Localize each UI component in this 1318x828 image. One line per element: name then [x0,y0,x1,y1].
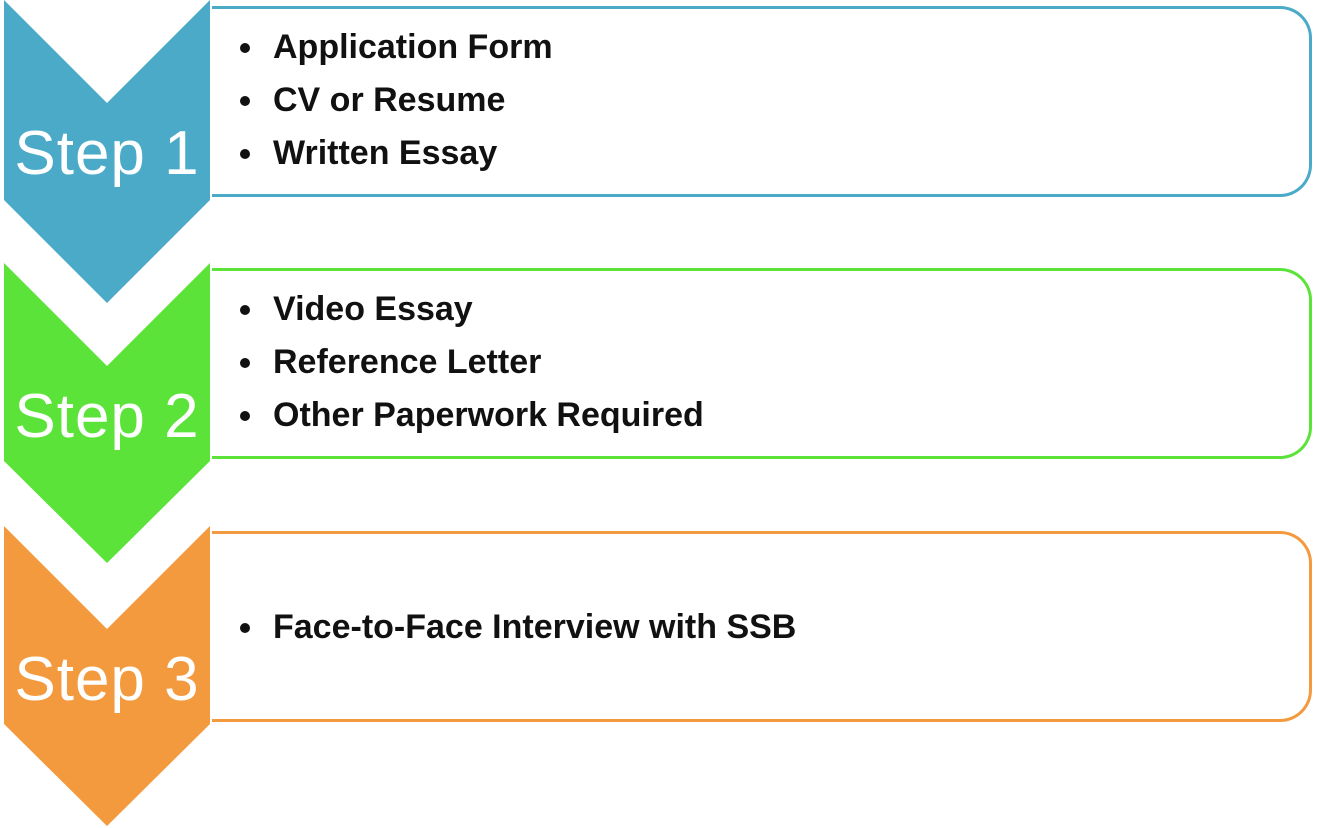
step-1-bullets: Application Form CV or Resume Written Es… [240,21,553,180]
step-1-label: Step 1 [14,119,200,188]
step-2-box [212,268,1312,459]
list-item: Video Essay [240,283,704,336]
step-3-label: Step 3 [14,645,200,714]
step-2-chevron [0,263,214,568]
list-item: Other Paperwork Required [240,389,704,442]
list-item: CV or Resume [240,74,553,127]
step-3-bullets: Face-to-Face Interview with SSB [240,601,796,654]
step-2-bullets: Video Essay Reference Letter Other Paper… [240,283,704,442]
step-2-label: Step 2 [14,382,200,451]
step-3-box [212,531,1312,722]
step-3-chevron [0,526,214,828]
step-1-chevron [0,0,214,305]
list-item: Application Form [240,21,553,74]
list-item: Reference Letter [240,336,704,389]
list-item: Written Essay [240,127,553,180]
list-item: Face-to-Face Interview with SSB [240,601,796,654]
step-1-box [212,6,1312,197]
